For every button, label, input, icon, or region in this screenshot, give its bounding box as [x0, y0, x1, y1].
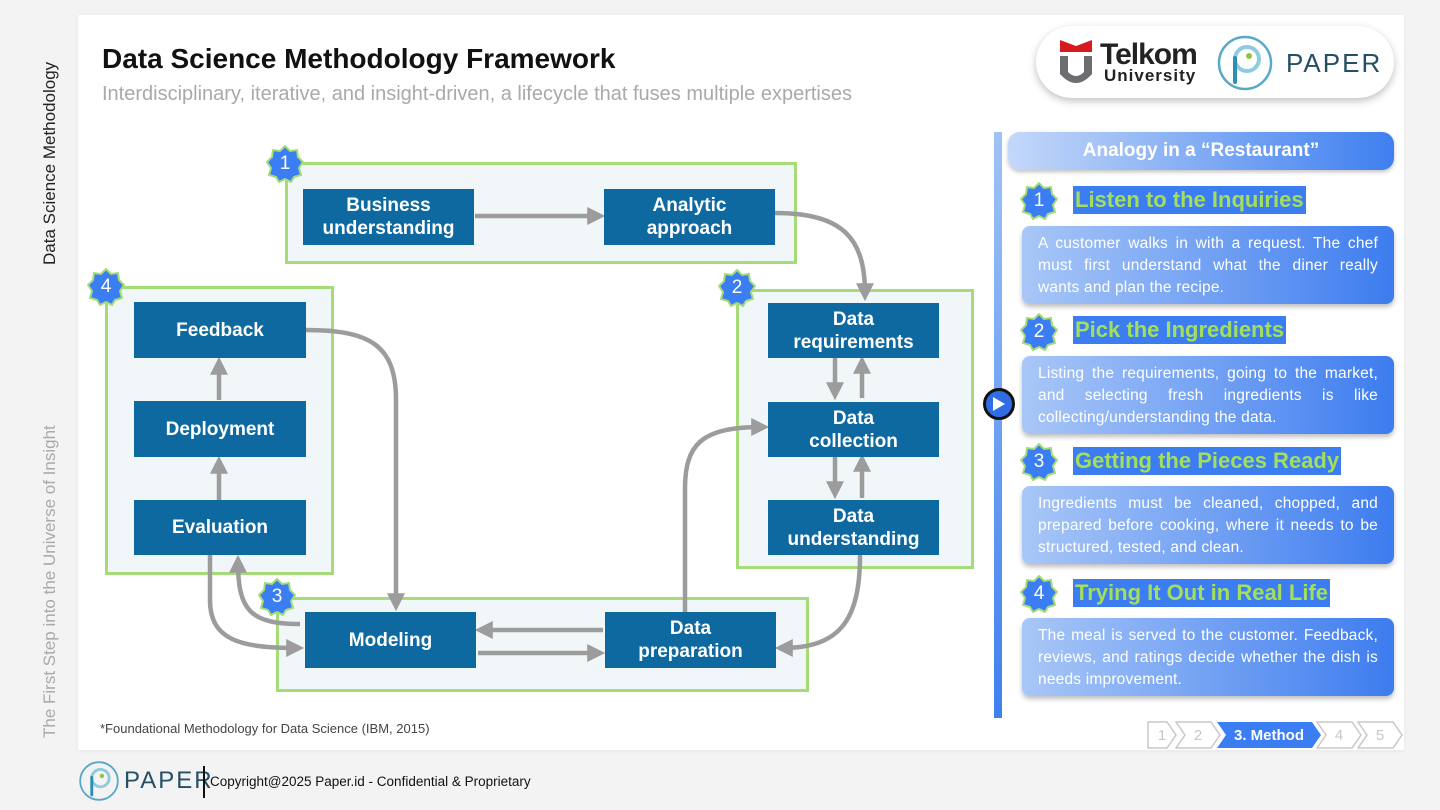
- page-title: Data Science Methodology Framework: [102, 43, 616, 74]
- footer-separator: [203, 766, 205, 798]
- step-badge-1-label: 1: [1033, 190, 1045, 211]
- step-title-1: Listen to the Inquiries: [1073, 186, 1306, 214]
- play-button[interactable]: [983, 388, 1015, 420]
- step-badge-3: 3: [1020, 443, 1058, 481]
- node-business-understanding: Business understanding: [303, 189, 474, 245]
- step-text-3: Ingredients must be cleaned, chopped, an…: [1022, 486, 1394, 564]
- telkom-logo-icon: [1060, 40, 1092, 83]
- breadcrumb-step-2[interactable]: 2: [1175, 721, 1221, 749]
- paper-logo-text: PAPER: [1286, 48, 1383, 78]
- play-icon: [993, 397, 1005, 411]
- step-badge-1: 1: [1020, 182, 1058, 220]
- analogy-header: Analogy in a “Restaurant”: [1008, 132, 1394, 170]
- step-text-2: Listing the requirements, going to the m…: [1022, 356, 1394, 434]
- logo-pill: [1036, 26, 1394, 98]
- step-badge-4: 4: [1020, 575, 1058, 613]
- group-badge-4: 4: [87, 268, 125, 306]
- step-badge-3-label: 3: [1033, 451, 1045, 472]
- footnote: *Foundational Methodology for Data Scien…: [100, 721, 430, 736]
- node-data-collection: Data collection: [768, 402, 939, 457]
- step-badge-4-label: 4: [1033, 583, 1045, 604]
- node-deployment: Deployment: [134, 401, 306, 457]
- group-badge-4-label: 4: [100, 276, 112, 297]
- telkom-logo-name: Telkom: [1100, 38, 1198, 71]
- step-text-4: The meal is served to the customer. Feed…: [1022, 618, 1394, 696]
- node-feedback: Feedback: [134, 302, 306, 358]
- footer-paper-logo-icon: [79, 761, 119, 801]
- panel-vertical-bar: [994, 132, 1002, 718]
- group-badge-1-label: 1: [279, 153, 291, 174]
- page-subtitle: Interdisciplinary, iterative, and insigh…: [102, 83, 852, 105]
- breadcrumb-step-4[interactable]: 4: [1316, 721, 1362, 749]
- node-data-requirements: Data requirements: [768, 303, 939, 358]
- breadcrumb-step-4-label: 4: [1334, 726, 1344, 744]
- group-badge-2-label: 2: [731, 277, 743, 298]
- step-title-4: Trying It Out in Real Life: [1073, 579, 1331, 607]
- telkom-logo-sub: University: [1104, 66, 1197, 85]
- node-modeling: Modeling: [305, 612, 476, 668]
- footer-copyright: Copyright@2025 Paper.id - Confidential &…: [210, 774, 531, 789]
- group-badge-3: 3: [258, 578, 296, 616]
- node-data-preparation: Data preparation: [605, 612, 776, 668]
- step-badge-2: 2: [1020, 313, 1058, 351]
- side-tagline: The First Step into the Universe of Insi…: [40, 425, 59, 738]
- node-data-understanding: Data understanding: [768, 500, 939, 555]
- paper-logo-icon: [1217, 35, 1273, 91]
- breadcrumb-step-2-label: 2: [1193, 726, 1203, 744]
- breadcrumb-step-1-label: 1: [1157, 726, 1167, 744]
- step-badge-2-label: 2: [1033, 321, 1045, 342]
- breadcrumb-step-3-label: 3. Method: [1234, 726, 1304, 744]
- breadcrumb-step-1[interactable]: 1: [1147, 721, 1177, 749]
- node-analytic-approach: Analytic approach: [604, 189, 775, 245]
- group-badge-3-label: 3: [271, 586, 283, 607]
- node-evaluation: Evaluation: [134, 500, 306, 555]
- side-title-methodology: Data Science Methodology: [40, 61, 59, 265]
- footer-paper-logo-text: PAPER: [124, 767, 214, 794]
- step-title-2: Pick the Ingredients: [1073, 316, 1287, 344]
- breadcrumb-step-5-label: 5: [1375, 726, 1385, 744]
- group-badge-2: 2: [718, 269, 756, 307]
- group-badge-1: 1: [266, 145, 304, 183]
- breadcrumb-step-5[interactable]: 5: [1357, 721, 1403, 749]
- step-title-3: Getting the Pieces Ready: [1073, 447, 1342, 475]
- step-text-1: A customer walks in with a request. The …: [1022, 226, 1394, 304]
- breadcrumb-step-3-active[interactable]: 3. Method: [1216, 721, 1322, 749]
